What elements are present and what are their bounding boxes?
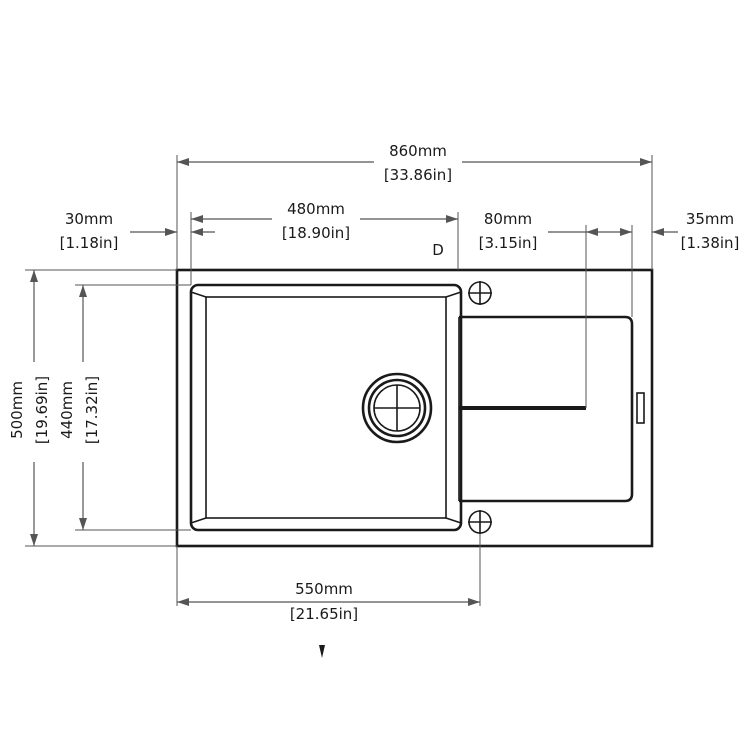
drainer-board [458,315,645,503]
drainer-offset-in: [3.15in] [479,234,538,252]
dimension-overall-depth: 500mm [19.69in] [8,270,51,546]
overall-depth-in: [19.69in] [33,376,51,444]
overall-width-in: [33.86in] [384,166,452,184]
bowl-width-in: [18.90in] [282,224,350,242]
right-offset-mm: 35mm [686,210,734,228]
dimension-bowl-depth: 440mm [17.32in] [58,285,101,530]
drain-waste [361,372,433,444]
bowl-depth-in: [17.32in] [83,376,101,444]
dimension-overall-width: 860mm [33.86in] [177,142,652,184]
tap-span-mm: 550mm [295,580,353,598]
overall-depth-mm: 500mm [8,381,26,439]
dimension-left-offset: 30mm [1.18in] [60,210,215,252]
drainer-offset-mm: 80mm [484,210,532,228]
extension-lines [25,155,653,606]
direction-mark [319,645,325,658]
bowl-depth-mm: 440mm [58,381,76,439]
overall-width-mm: 860mm [389,142,447,160]
dimension-drainer-offset: 80mm [3.15in] [479,210,632,252]
left-offset-in: [1.18in] [60,234,119,252]
sink-outline [175,268,654,548]
dimension-right-offset: 35mm [1.38in] [652,210,739,252]
right-offset-in: [1.38in] [681,234,740,252]
bowl-width-mm: 480mm [287,200,345,218]
drainer-marker: D [432,241,444,259]
left-offset-mm: 30mm [65,210,113,228]
tap-hole-top [468,281,492,305]
tap-hole-bottom [468,510,492,534]
dimension-tap-span: 550mm [21.65in] [177,580,480,623]
dimension-bowl-width: 480mm [18.90in] [191,200,458,242]
tap-span-in: [21.65in] [290,605,358,623]
